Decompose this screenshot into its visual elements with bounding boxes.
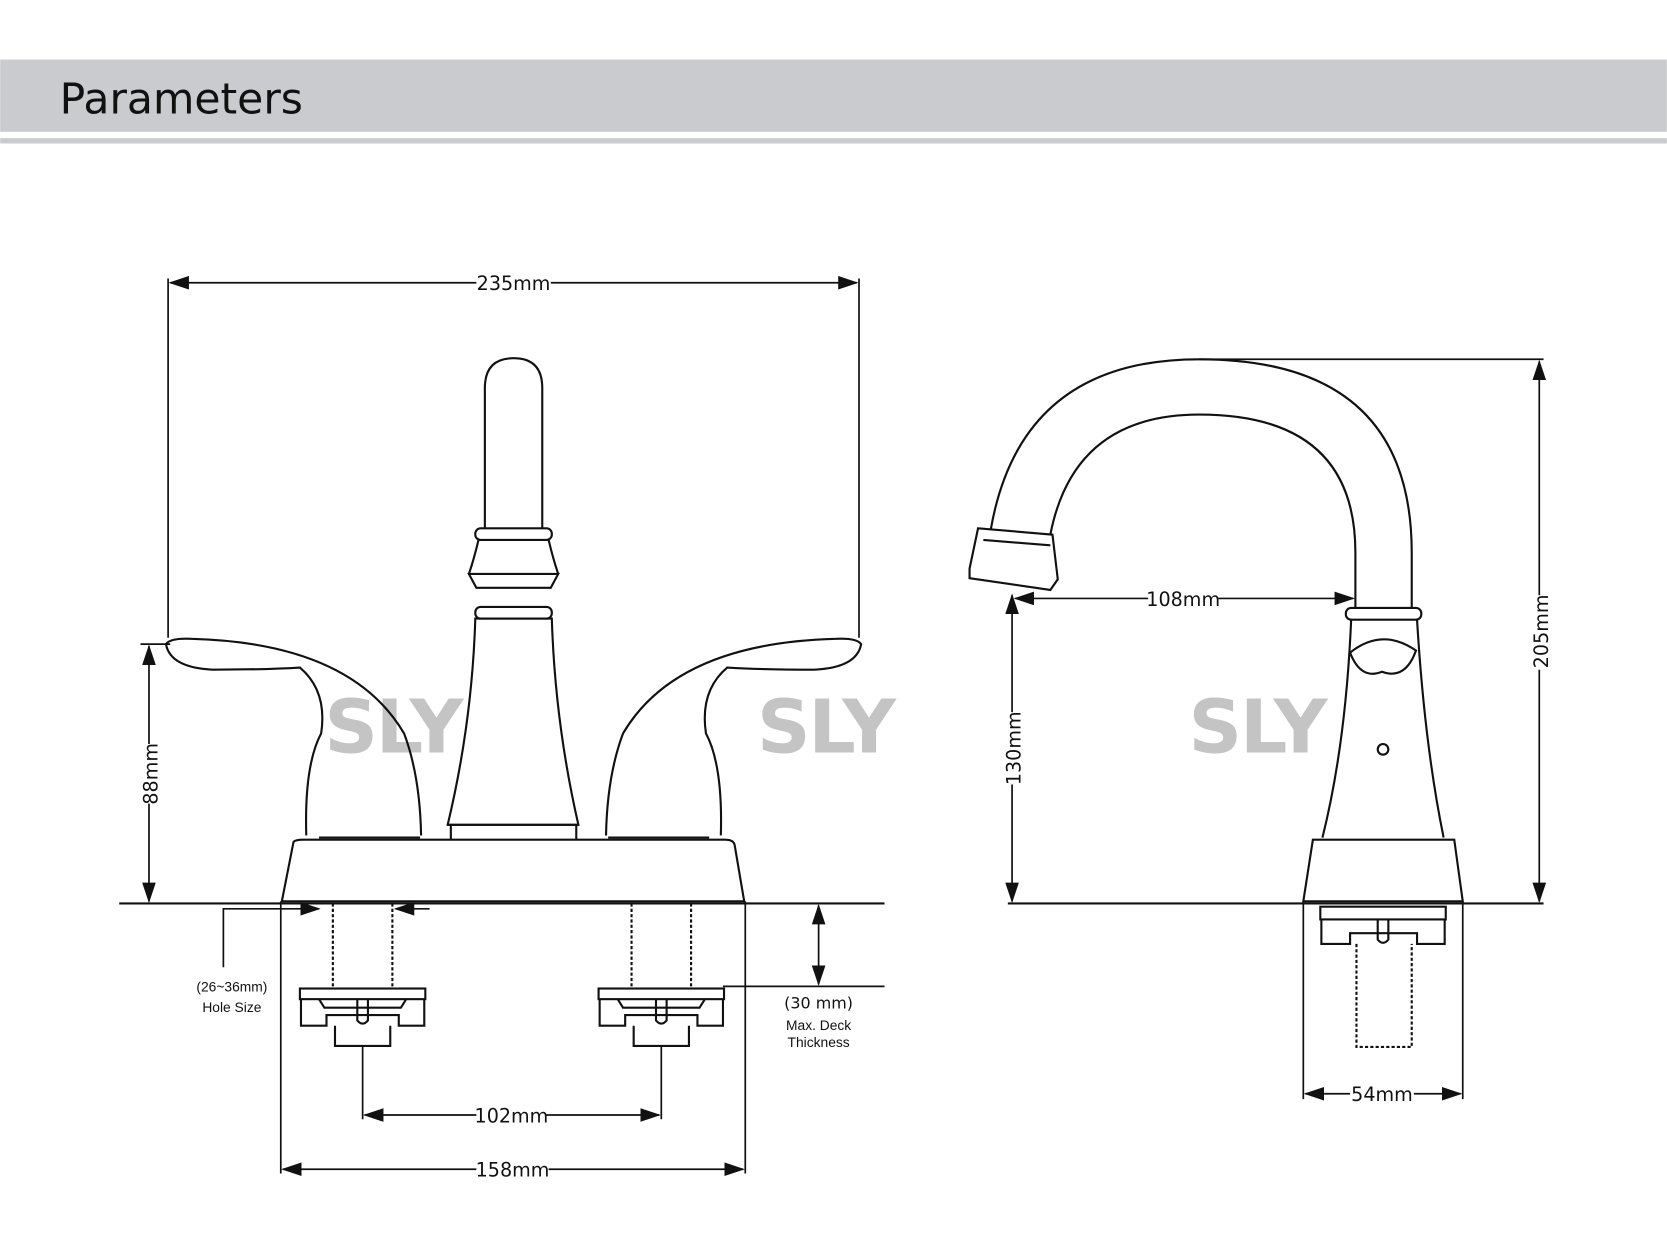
page-title: Parameters [60, 76, 303, 125]
watermark-group: SLY SLY SLY [324, 684, 1330, 771]
dimension-base-depth: 54mm [1351, 1083, 1413, 1106]
header-band [0, 59, 1667, 132]
header-underline [0, 138, 1667, 144]
deck-thickness-value: (30 mm) [784, 994, 853, 1013]
hole-size-label: Hole Size [202, 999, 261, 1015]
dimension-overall-height: 205mm [1530, 594, 1553, 668]
dimension-overall-width: 235mm [477, 272, 551, 295]
dimension-spout-reach: 108mm [1146, 588, 1220, 611]
dimension-handle-height: 88mm [139, 743, 162, 805]
dimension-base-width: 158mm [476, 1159, 550, 1182]
deck-thickness-label: Thickness [788, 1034, 850, 1050]
watermark: SLY [324, 684, 464, 771]
dimension-spout-height: 130mm [1003, 711, 1026, 785]
deck-thickness-label: Max. Deck [786, 1017, 851, 1033]
side-view: 205mm 130mm 108mm 54mm [968, 358, 1553, 1106]
front-view: 235mm 88mm 102mm 158mm (26~36mm) Hole Si… [119, 272, 885, 1182]
watermark: SLY [757, 684, 897, 771]
dimension-center-spacing: 102mm [475, 1104, 549, 1127]
hole-size-value: (26~36mm) [196, 979, 267, 995]
watermark: SLY [1189, 684, 1329, 771]
